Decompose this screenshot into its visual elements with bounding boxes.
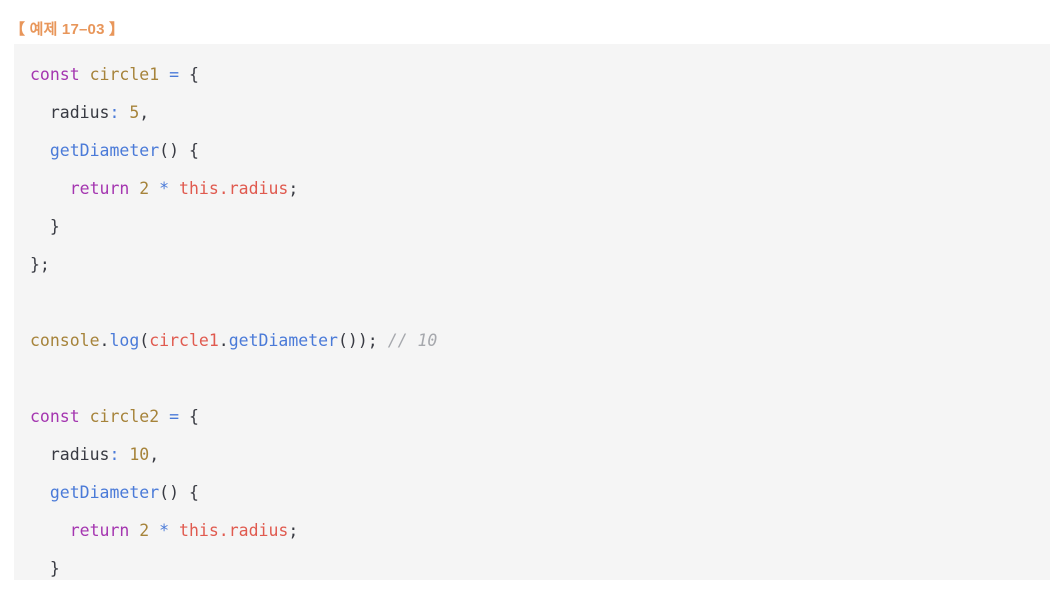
code-token-plain: [179, 407, 189, 426]
code-token-plain: [179, 65, 189, 84]
code-token-plain: [169, 179, 179, 198]
code-line: getDiameter() {: [14, 474, 1050, 512]
code-token-plain: [159, 65, 169, 84]
code-token-plain: [159, 407, 169, 426]
code-token-comment: // 10: [387, 331, 438, 350]
code-token-plain: [129, 179, 139, 198]
code-token-plain: [119, 103, 129, 122]
code-line: };: [14, 246, 1050, 284]
code-token-this: .radius: [218, 521, 289, 540]
code-line: [14, 284, 1050, 322]
code-token-punct: (: [139, 331, 150, 350]
code-token-punct: () {: [159, 141, 199, 160]
code-line: }: [14, 550, 1050, 580]
code-token-number: 5: [129, 103, 140, 122]
code-token-punct: ());: [338, 331, 378, 350]
code-token-operator: *: [159, 521, 170, 540]
code-line: return 2 * this.radius;: [14, 512, 1050, 550]
code-token-plain: [169, 521, 179, 540]
code-line: [14, 360, 1050, 398]
code-line: return 2 * this.radius;: [14, 170, 1050, 208]
code-token-number: 2: [139, 179, 150, 198]
code-token-punct: {: [188, 65, 199, 84]
code-token-plain: [378, 331, 388, 350]
code-token-property: radius: [49, 445, 110, 464]
code-token-object: circle1: [149, 331, 219, 350]
code-token-operator: :: [109, 103, 120, 122]
code-token-operator: :: [109, 445, 120, 464]
code-token-operator: *: [159, 179, 170, 198]
code-token-this: this: [179, 521, 219, 540]
code-token-number: 2: [139, 521, 150, 540]
code-listing: const circle1 = { radius: 5, getDiameter…: [14, 56, 1050, 580]
code-token-plain: [30, 445, 50, 464]
code-line: const circle2 = {: [14, 398, 1050, 436]
code-token-this: this: [179, 179, 219, 198]
code-token-plain: [119, 445, 129, 464]
code-token-keyword: return: [69, 179, 130, 198]
code-token-punct: {: [188, 407, 199, 426]
code-token-plain: [129, 521, 139, 540]
code-token-plain: [30, 483, 50, 502]
code-token-function: log: [109, 331, 140, 350]
code-token-keyword: return: [69, 521, 130, 540]
code-token-function: getDiameter: [49, 483, 160, 502]
code-token-punct: }: [30, 559, 60, 578]
code-token-plain: [30, 179, 70, 198]
code-token-plain: [30, 521, 70, 540]
code-token-plain: [30, 141, 50, 160]
code-token-punct: };: [30, 255, 50, 274]
code-token-variable: console: [30, 331, 100, 350]
code-token-plain: [149, 179, 159, 198]
code-token-operator: =: [169, 65, 180, 84]
code-token-variable: circle2: [89, 407, 160, 426]
code-token-punct: .: [218, 331, 229, 350]
code-token-variable: circle1: [89, 65, 160, 84]
code-token-plain: [30, 103, 50, 122]
code-line: const circle1 = {: [14, 56, 1050, 94]
code-token-punct: ,: [139, 103, 150, 122]
code-token-punct: }: [30, 217, 60, 236]
code-block: const circle1 = { radius: 5, getDiameter…: [14, 44, 1050, 580]
code-token-this: .radius: [218, 179, 289, 198]
code-token-operator: =: [169, 407, 180, 426]
code-token-punct: ;: [288, 179, 299, 198]
code-line: radius: 5,: [14, 94, 1050, 132]
code-token-plain: [80, 65, 90, 84]
example-heading: 【 예제 17–03 】: [10, 21, 125, 38]
code-token-punct: .: [99, 331, 110, 350]
code-token-plain: [149, 521, 159, 540]
code-token-property: radius: [49, 103, 110, 122]
code-token-punct: () {: [159, 483, 199, 502]
code-token-punct: ,: [149, 445, 160, 464]
code-token-punct: ;: [288, 521, 299, 540]
code-line: getDiameter() {: [14, 132, 1050, 170]
code-token-keyword: const: [30, 65, 80, 84]
code-token-keyword: const: [30, 407, 80, 426]
code-line: radius: 10,: [14, 436, 1050, 474]
code-token-number: 10: [129, 445, 150, 464]
code-token-function: getDiameter: [228, 331, 338, 350]
code-token-plain: [80, 407, 90, 426]
code-line: }: [14, 208, 1050, 246]
code-token-function: getDiameter: [49, 141, 160, 160]
code-line: console.log(circle1.getDiameter()); // 1…: [14, 322, 1050, 360]
